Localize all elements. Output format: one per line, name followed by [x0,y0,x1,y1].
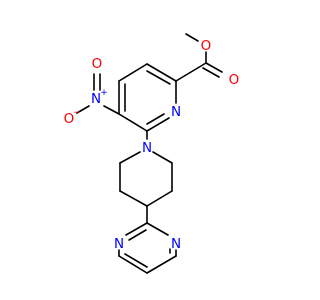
bond-pym-c5-c4 [146,255,177,274]
atom-labels: O O N N + O − O N N N [64,38,240,252]
bond-py-c2-c3-inner [146,70,171,85]
molecule-structure: O O N N + O − O N N N [64,33,240,274]
atom-ester-o-single: O [201,38,212,54]
bond-methyl-o [185,33,199,42]
atom-pyrimidine-n1: N [114,236,124,252]
bond-c5-nitro-n [103,105,120,115]
nitro-n-charge: + [100,88,108,98]
atom-ester-o-double: O [229,72,240,88]
bond-py-c5-c6 [118,113,148,132]
bond-carbonyl-double-b [202,67,220,78]
bond-carbonyl-ring [175,62,207,82]
atom-pyrimidine-n2: N [171,236,181,252]
bond-pym-c2-n1 [125,222,148,236]
bond-pym-c6-c5-inner [124,253,148,268]
atom-nitro-o-double: O [92,56,103,72]
bonds [76,33,223,274]
bond-pym-n3-c2 [146,222,169,236]
bond-pip-c6-n [119,151,141,164]
atom-piperidine-n: N [142,140,152,156]
nitro-o-charge: − [73,108,81,118]
bond-pip-n-c2 [152,151,173,164]
bond-pip-c4-c5 [119,190,148,207]
bond-py-c3-c4 [118,63,148,82]
atom-nitro-o-minus: O [64,111,75,127]
bond-carbonyl-double-a [205,62,223,73]
bond-py-c6-n-inner [146,113,165,125]
bond-py-c2-c3 [146,63,177,82]
structure-canvas: O O N N + O − O N N N [63,33,240,274]
bond-pym-c6-c5 [118,255,148,274]
atom-nitro-n: N [91,91,101,107]
bond-pym-c2-n1-inner [128,229,147,241]
atom-pyridine-n: N [171,104,181,120]
bond-nitro-n-o-minus [76,105,90,114]
bond-py-c6-n [146,117,170,132]
bond-pip-c3-c4 [146,190,173,207]
